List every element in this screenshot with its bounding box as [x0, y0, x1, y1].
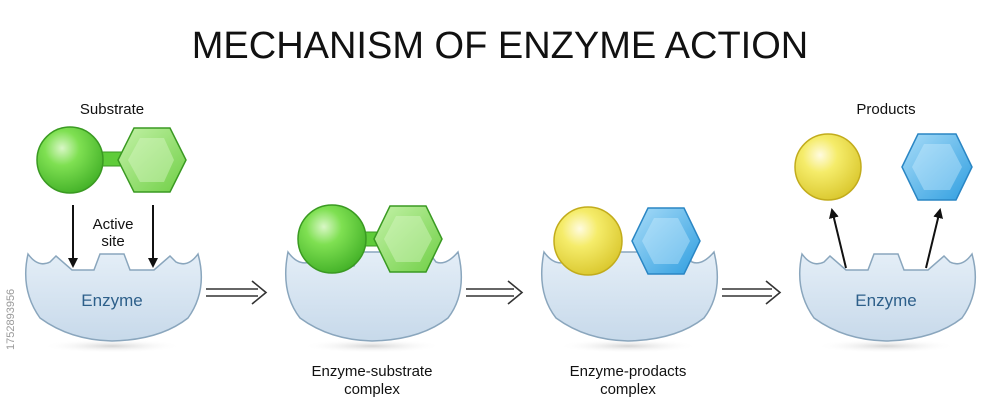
- products-label: Products: [856, 101, 915, 118]
- release-arrow-right: [926, 210, 940, 268]
- substrate-molecule: [37, 127, 186, 193]
- enzyme-label: Enzyme: [855, 291, 916, 310]
- active-site-label-line1: Active: [93, 216, 134, 233]
- active-site-label-line2: site: [101, 233, 124, 250]
- reaction-arrow-2: [466, 281, 522, 304]
- stock-id: 1752893956: [5, 289, 17, 350]
- reaction-arrow-1: [206, 281, 266, 304]
- ep-complex-label-line2: complex: [600, 381, 656, 398]
- es-complex-label-line2: complex: [344, 381, 400, 398]
- substrate-label: Substrate: [80, 101, 144, 118]
- ep-complex-label-line1: Enzyme-prodacts: [570, 363, 687, 380]
- green-sphere: [298, 205, 366, 273]
- es-complex-label-line1: Enzyme-substrate: [312, 363, 433, 380]
- reaction-arrow-3: [722, 281, 780, 304]
- enzyme-label: Enzyme: [81, 291, 142, 310]
- yellow-sphere: [554, 207, 622, 275]
- yellow-sphere: [795, 134, 861, 200]
- blue-hexagon-product: [902, 134, 972, 200]
- green-sphere: [37, 127, 103, 193]
- page-title: MECHANISM OF ENZYME ACTION: [192, 25, 808, 67]
